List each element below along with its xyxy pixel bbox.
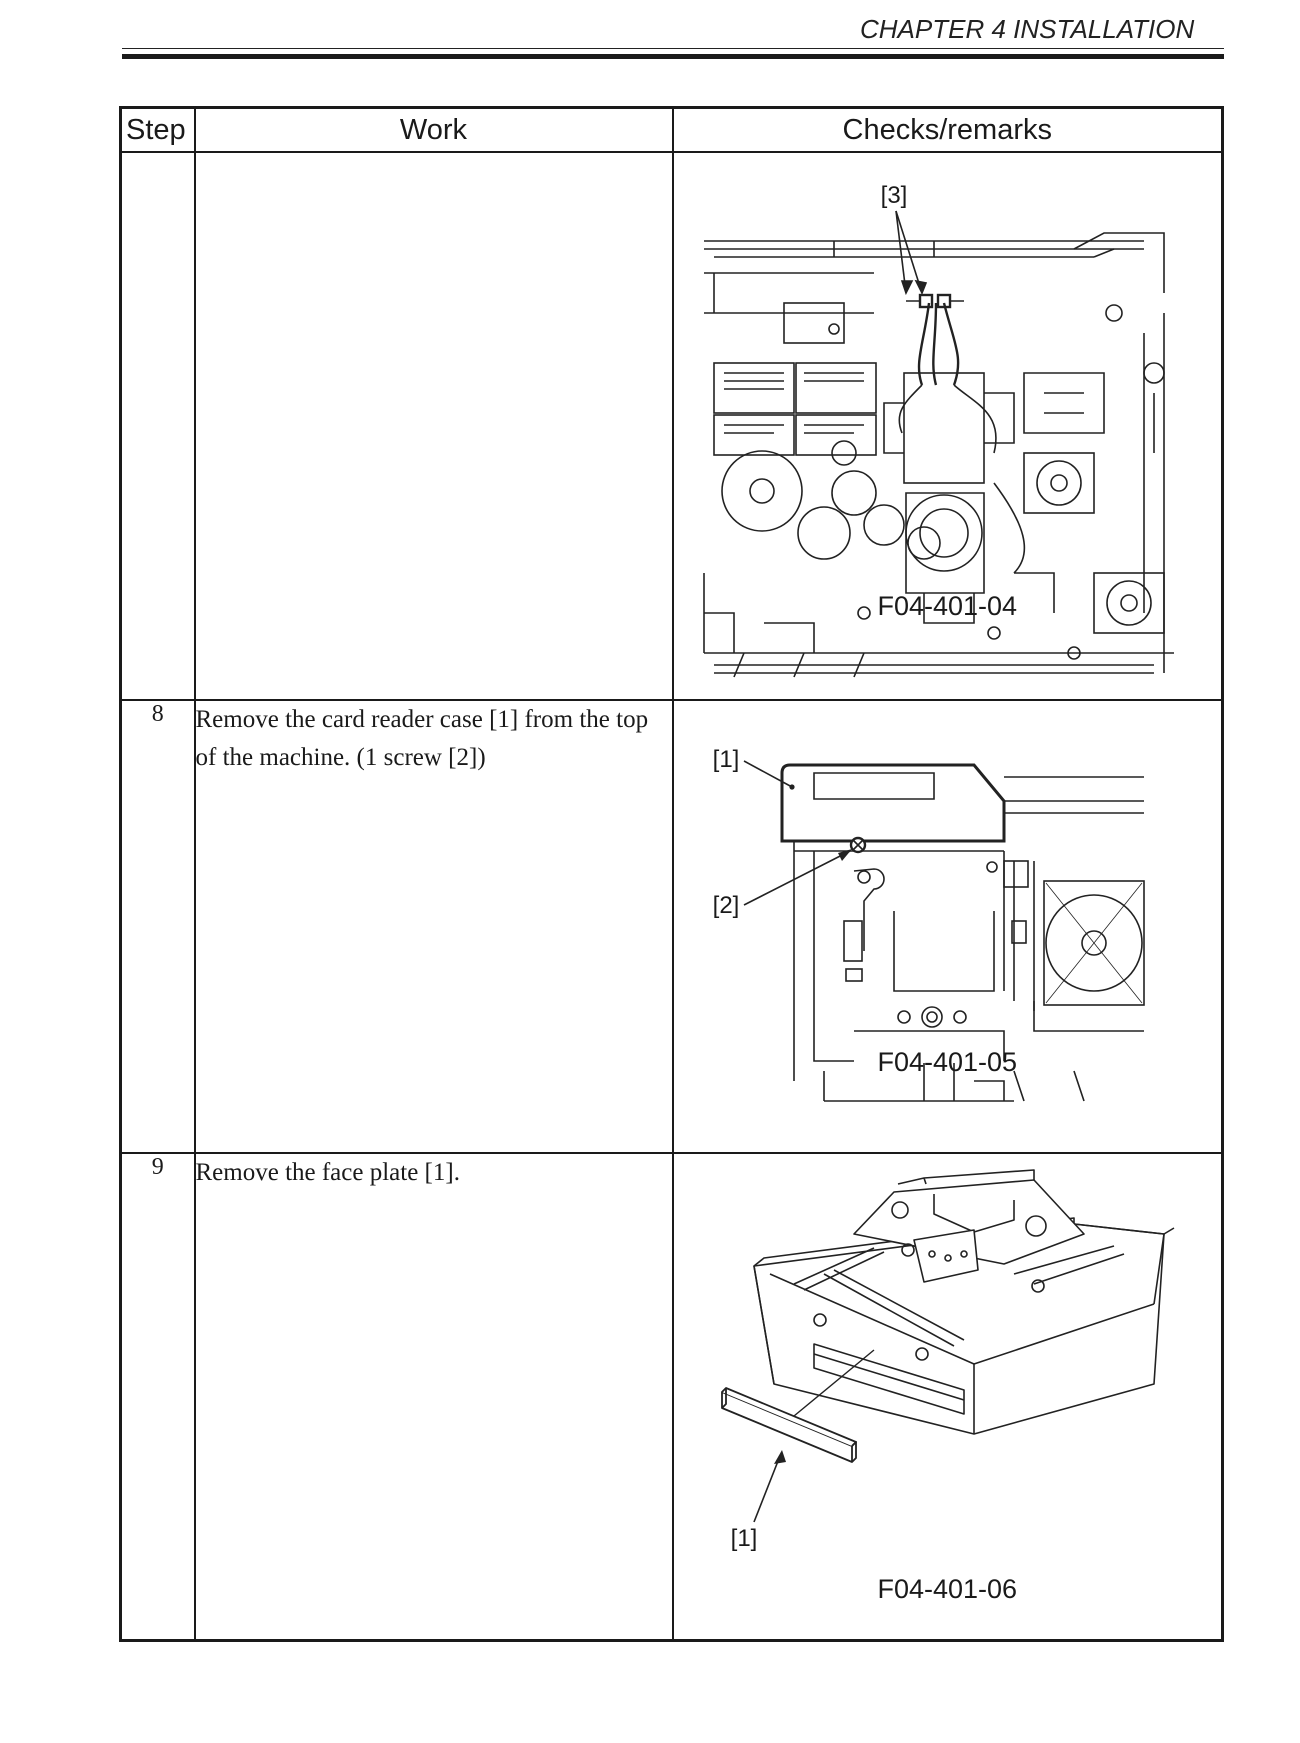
chapter-title: CHAPTER 4 INSTALLATION [860, 14, 1195, 44]
step-number [119, 151, 196, 701]
table-header-row: Step Work Checks/remarks [119, 106, 1224, 153]
machine-interior-illustration: [3] [702, 182, 1174, 678]
header-rule-thin [122, 48, 1224, 49]
column-header-checks: Checks/remarks [671, 106, 1224, 153]
work-text [193, 151, 674, 701]
callout-label: [1] [712, 746, 739, 773]
callout-label: [2] [712, 892, 739, 919]
callout-label: [3] [880, 182, 907, 209]
column-header-work: Work [193, 106, 674, 153]
step-number: 8 [119, 699, 196, 1154]
header-rule-thick [122, 54, 1224, 59]
table-row: 9 Remove the face plate [1]. [119, 1152, 1224, 1641]
figure-label: F04-401-04 [877, 591, 1018, 621]
checks-cell: [1] [2] F04-401-05 [671, 699, 1224, 1154]
callout-label: [1] [730, 1525, 757, 1552]
figure-label: F04-401-05 [877, 1047, 1018, 1077]
procedure-table: Step Work Checks/remarks [119, 106, 1224, 1642]
column-header-step: Step [119, 106, 196, 153]
card-reader-case-illustration: [1] [2] [712, 746, 1145, 1102]
face-plate-illustration: [1] [720, 1169, 1174, 1552]
checks-cell: [3] F04-401-04 [671, 151, 1224, 701]
checks-cell: [1] F04-401-06 [671, 1152, 1224, 1641]
work-text: Remove the card reader case [1] from the… [193, 699, 674, 1154]
step-number: 9 [119, 1152, 196, 1641]
table-row: [3] F04-401-04 [119, 151, 1224, 701]
work-text: Remove the face plate [1]. [193, 1152, 674, 1641]
table-row: 8 Remove the card reader case [1] from t… [119, 699, 1224, 1154]
figure-label: F04-401-06 [877, 1574, 1018, 1604]
